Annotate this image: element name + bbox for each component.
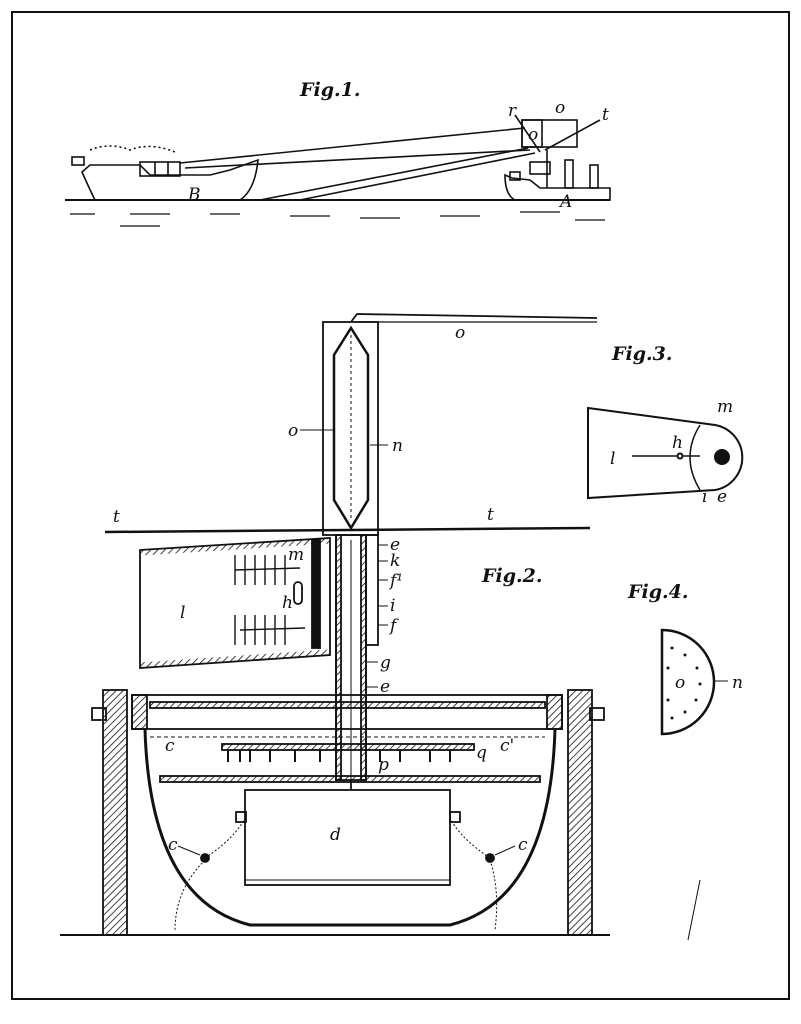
- ship-a-reel-house: [529, 161, 551, 175]
- label-c-bowl-right: c: [518, 835, 528, 855]
- fig3-funnel: [587, 406, 744, 500]
- label-line: t: [602, 105, 609, 125]
- hinge-left: [200, 853, 210, 863]
- fig4-holes: [666, 646, 702, 720]
- rod: [350, 313, 598, 323]
- fig3-title: Fig.3.: [611, 343, 672, 365]
- pivot-left: [91, 707, 107, 721]
- valve-housing: [365, 534, 379, 646]
- label-reel: r: [508, 101, 517, 121]
- post-left: [102, 689, 128, 936]
- label-h: h: [282, 593, 293, 613]
- bowl-rim: [131, 694, 563, 730]
- anchor-line-2: [299, 152, 536, 201]
- fig3-label-m: m: [717, 397, 733, 417]
- paddle-bar: [221, 743, 475, 751]
- label-k: k: [390, 551, 400, 571]
- label-i: i: [390, 596, 395, 616]
- label-ship-b: B: [187, 185, 201, 205]
- water-dashes: [70, 211, 605, 227]
- label-ship-a: A: [558, 192, 572, 212]
- label-e-low: e: [380, 677, 390, 697]
- funnel: [139, 537, 331, 669]
- label-line-left: t: [113, 507, 120, 527]
- slot-h: [293, 581, 303, 605]
- label-p: p: [378, 755, 389, 775]
- box-d: [244, 789, 451, 886]
- fig3-label-i: i: [702, 487, 707, 507]
- label-q: q: [476, 743, 487, 763]
- label-c-left: c: [165, 736, 175, 756]
- fig3-label-l: l: [610, 449, 615, 469]
- label-frame: n: [392, 436, 403, 456]
- fig2-title: Fig.2.: [481, 565, 542, 587]
- label-line-right: t: [487, 505, 494, 525]
- tow-line-upper: [179, 127, 526, 164]
- kite-body: [332, 325, 370, 531]
- label-kite: o: [528, 125, 538, 145]
- label-funnel: l: [180, 603, 185, 623]
- valve-plate: [311, 539, 321, 649]
- fig3-axle: [714, 449, 730, 465]
- figure-3: Fig.3. m h l i e: [587, 343, 744, 507]
- funnel-vanes: [234, 555, 306, 645]
- paddle-teeth: [227, 750, 451, 762]
- label-kite-box: o: [555, 98, 565, 118]
- fig3-label-h: h: [672, 433, 683, 453]
- figure-2: Fig.2. o o n t t h m l: [60, 313, 610, 936]
- label-c-bowl-left: c: [168, 835, 178, 855]
- label-g: g: [380, 653, 391, 673]
- bowl: [143, 728, 557, 927]
- label-f1: f¹: [388, 571, 403, 591]
- label-rod: o: [455, 323, 465, 343]
- fig4-title: Fig.4.: [627, 581, 688, 603]
- label-m: m: [288, 545, 304, 565]
- pivot-right: [589, 707, 605, 721]
- ship-b-funnels: [139, 161, 181, 177]
- smoke: [89, 145, 176, 153]
- fig4-label-n: n: [732, 673, 743, 693]
- bowl-floor: [159, 775, 541, 783]
- tow-line-lower: [184, 149, 531, 169]
- tow-line: [104, 526, 591, 534]
- fig4-half-disc: [660, 628, 716, 736]
- hinge-right: [485, 853, 495, 863]
- label-kite: o: [288, 421, 298, 441]
- post-right: [567, 689, 593, 936]
- label-f: f: [388, 616, 399, 636]
- figure-4: Fig.4. o n: [627, 581, 743, 736]
- figure-1: Fig.1. B r o o t A: [65, 79, 611, 227]
- label-e-top: e: [390, 535, 400, 555]
- ship-b-hull: [81, 158, 259, 201]
- sheet-border: [11, 11, 790, 1000]
- label-d: d: [330, 825, 341, 845]
- fig3-label-e: e: [717, 487, 727, 507]
- anchor-line-1: [259, 147, 529, 201]
- ship-a-hull: [504, 173, 611, 201]
- ship-b-bow: [71, 156, 85, 166]
- fig4-label-o: o: [675, 673, 685, 693]
- fig1-title: Fig.1.: [299, 79, 360, 101]
- label-c-right: c': [500, 736, 514, 756]
- stray-mark: [687, 879, 701, 941]
